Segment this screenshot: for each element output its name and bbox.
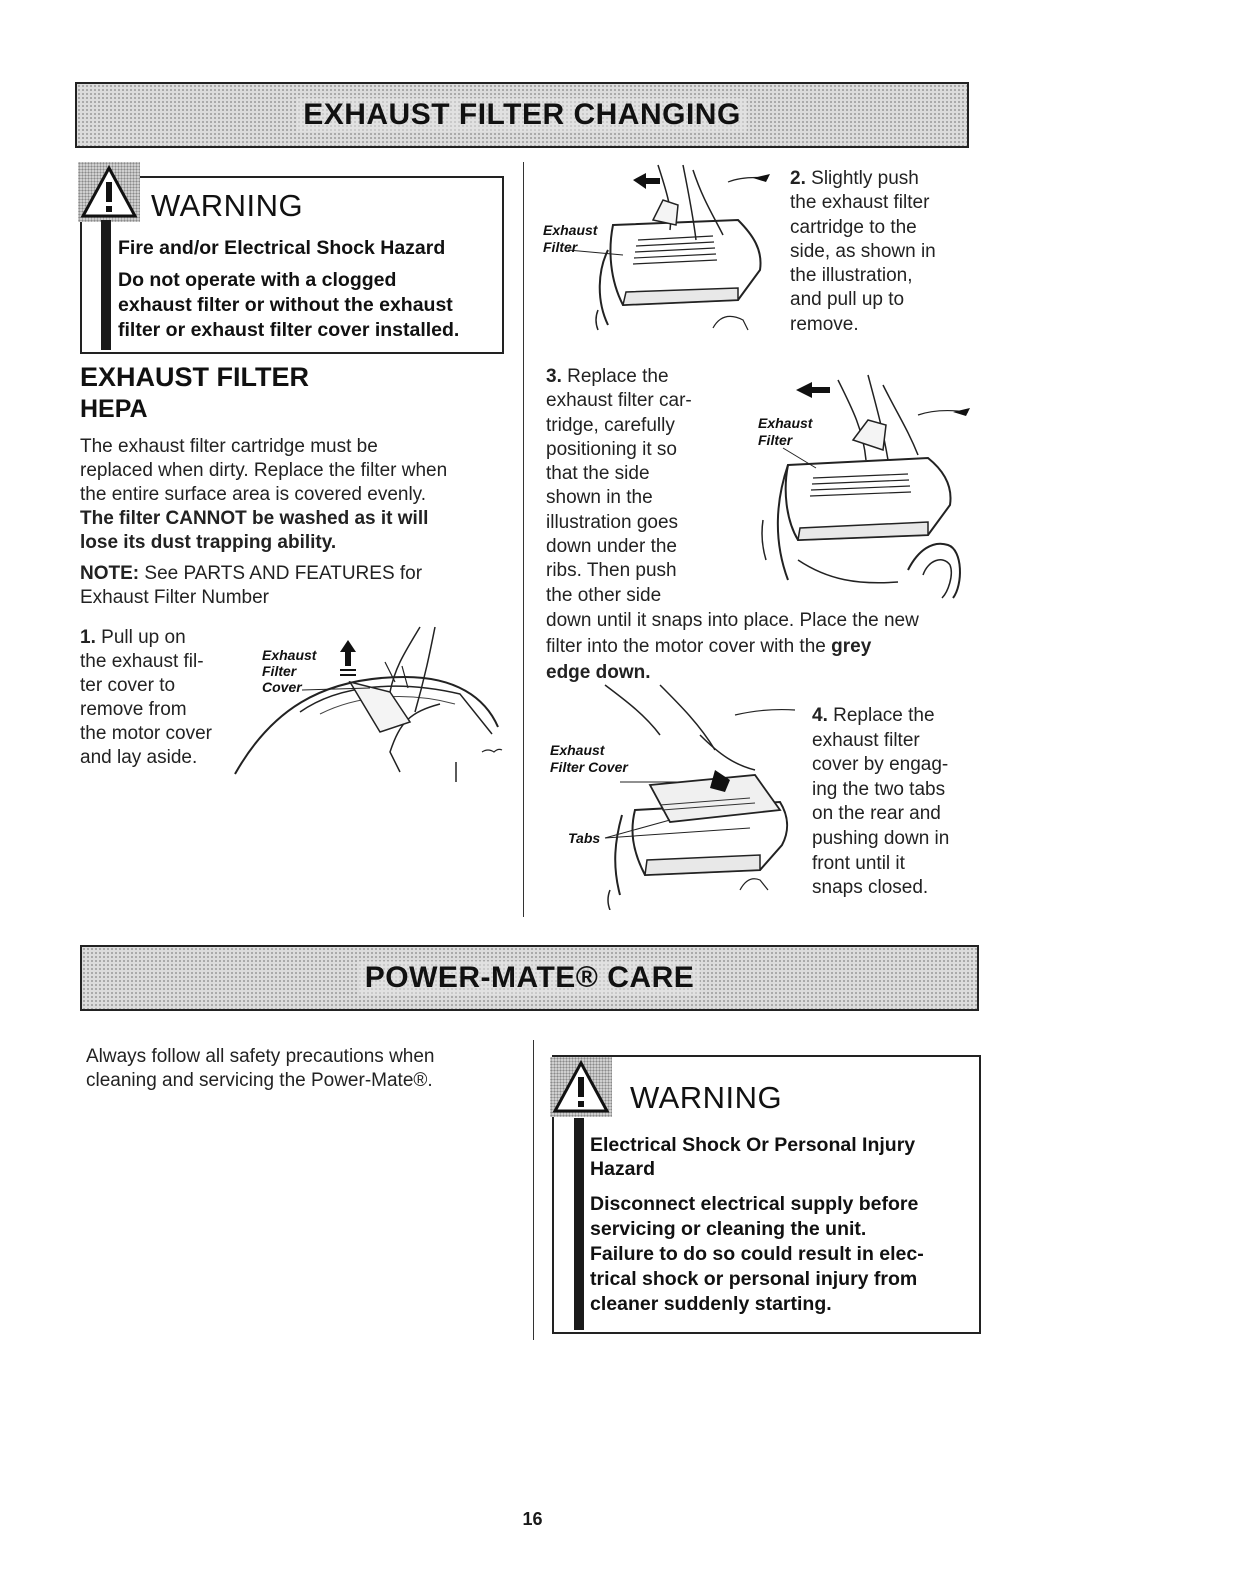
warning-title: WARNING — [630, 1080, 783, 1115]
illustration-label: Filter Cover — [550, 759, 629, 775]
text-line: remove. — [790, 313, 859, 335]
text-line: front until it — [812, 852, 905, 874]
warning-line: exhaust filter or without the exhaust — [118, 294, 453, 316]
text-line: and lay aside. — [80, 747, 198, 768]
illustration-label: Exhaust — [758, 415, 814, 431]
text-line: The filter CANNOT be washed as it will — [80, 508, 429, 529]
text-line: Pull up on — [101, 627, 186, 648]
text-line: down under the — [546, 536, 677, 558]
section-banner-exhaust-filter: EXHAUST FILTER CHANGING — [75, 82, 969, 148]
text-line: ter cover to — [80, 675, 176, 696]
text-line: ribs. Then push — [546, 560, 677, 582]
warning-line: filter or exhaust filter cover installed… — [118, 319, 460, 341]
text-line: the entire surface area is covered evenl… — [80, 484, 427, 505]
text-line: the exhaust fil- — [80, 651, 204, 672]
text-line: the other side — [546, 584, 662, 606]
text-line: shown in the — [546, 487, 653, 509]
warning-frame — [552, 1055, 981, 1334]
warning-line: Disconnect electrical supply before — [590, 1193, 919, 1215]
text-line: cleaning and servicing the Power-Mate®. — [86, 1070, 433, 1091]
hepa-heading: HEPA — [80, 395, 148, 423]
illustration-label: Exhaust — [550, 742, 606, 758]
warning-subtitle: Electrical Shock Or Personal Injury — [590, 1134, 916, 1156]
text-line: replaced when dirty. Replace the filter … — [80, 460, 448, 481]
exhaust-filter-heading: EXHAUST FILTER — [80, 362, 309, 392]
illustration-label: Exhaust — [262, 647, 318, 663]
section-title: EXHAUST FILTER CHANGING — [297, 98, 747, 132]
text-line: Slightly push — [811, 168, 919, 189]
text-line: on the rear and — [812, 803, 941, 825]
text-line: Replace the — [833, 705, 935, 726]
text-line: pushing down in — [812, 827, 950, 849]
warning-icon — [550, 1057, 612, 1117]
section-title: POWER-MATE® CARE — [358, 961, 701, 995]
text-line: Always follow all safety precautions whe… — [86, 1046, 435, 1067]
step-1-text: 1. Pull up on the exhaust fil- ter cover… — [80, 626, 250, 770]
filter-description: The exhaust filter cartridge must be rep… — [80, 435, 510, 555]
power-mate-intro: Always follow all safety precautions whe… — [86, 1045, 526, 1093]
warning-icon — [78, 162, 140, 222]
text-line: cartridge to the — [790, 216, 917, 238]
warning-line: servicing or cleaning the unit. — [590, 1218, 867, 1240]
step-2-text: 2. Slightly push the exhaust filter cart… — [790, 167, 970, 337]
text-line: filter into the motor cover with the — [546, 636, 826, 657]
illustration-label: Filter — [262, 663, 298, 679]
text-line-bold: grey — [831, 636, 872, 657]
warning-line: Do not operate with a clogged — [118, 269, 397, 291]
text-line: exhaust filter car- — [546, 390, 692, 412]
step-3-text: 3. Replace the exhaust filter car- tridg… — [546, 365, 766, 608]
text-line-bold: edge down. — [546, 662, 651, 683]
text-line: the motor cover — [80, 723, 212, 744]
illustration-label: Filter — [758, 432, 794, 448]
step-1-illustration: Exhaust Filter Cover — [230, 622, 510, 782]
warning-bar — [574, 1118, 584, 1330]
step-number: 2. — [790, 168, 806, 189]
warning-title: WARNING — [151, 188, 304, 223]
section-banner-power-mate: POWER-MATE® CARE — [80, 945, 979, 1011]
note-paragraph: NOTE: See PARTS AND FEATURES for Exhaust… — [80, 562, 510, 610]
text-line: positioning it so — [546, 438, 677, 460]
text-line: remove from — [80, 699, 187, 720]
step-2-illustration: Exhaust Filter — [538, 160, 778, 350]
page-number: 16 — [522, 1509, 543, 1529]
step-4-illustration: Exhaust Filter Cover Tabs — [550, 680, 800, 910]
warning-line: cleaner suddenly starting. — [590, 1293, 832, 1315]
note-label: NOTE: — [80, 563, 140, 584]
warning-subtitle: Fire and/or Electrical Shock Hazard — [118, 237, 446, 259]
text-line: ing the two tabs — [812, 778, 946, 800]
text-line: side, as shown in — [790, 240, 936, 262]
step-number: 4. — [812, 705, 828, 726]
warning-frame — [80, 176, 504, 354]
column-divider — [523, 162, 524, 917]
text-line: lose its dust trapping ability. — [80, 532, 337, 553]
text-line: down until it snaps into place. Place th… — [546, 610, 919, 631]
text-line: the exhaust filter — [790, 192, 930, 214]
text-line: The exhaust filter cartridge must be — [80, 436, 378, 457]
text-line: that the side — [546, 463, 650, 485]
step-3-illustration: Exhaust Filter — [758, 370, 980, 602]
text-line: tridge, carefully — [546, 414, 675, 436]
text-line: exhaust filter — [812, 729, 920, 751]
warning-line: Failure to do so could result in elec- — [590, 1243, 924, 1265]
text-line: snaps closed. — [812, 877, 929, 899]
text-line: illustration goes — [546, 511, 679, 533]
step-3-text-continued: down until it snaps into place. Place th… — [546, 608, 986, 686]
note-text: See PARTS AND FEATURES for — [144, 563, 423, 584]
warning-bar — [101, 220, 111, 350]
step-number: 1. — [80, 627, 96, 648]
text-line: cover by engag- — [812, 754, 949, 776]
step-4-text: 4. Replace the exhaust filter cover by e… — [812, 704, 982, 901]
illustration-label: Cover — [262, 679, 303, 695]
text-line: the illustration, — [790, 265, 913, 287]
column-divider — [533, 1040, 534, 1340]
warning-line: trical shock or personal injury from — [590, 1268, 918, 1290]
text-line: Replace the — [567, 366, 669, 387]
illustration-label: Filter — [543, 239, 579, 255]
warning-subtitle: Hazard — [590, 1158, 656, 1180]
text-line: and pull up to — [790, 289, 905, 311]
step-number: 3. — [546, 366, 562, 387]
illustration-label: Tabs — [568, 830, 600, 846]
note-text: Exhaust Filter Number — [80, 587, 270, 608]
illustration-label: Exhaust — [543, 222, 599, 238]
